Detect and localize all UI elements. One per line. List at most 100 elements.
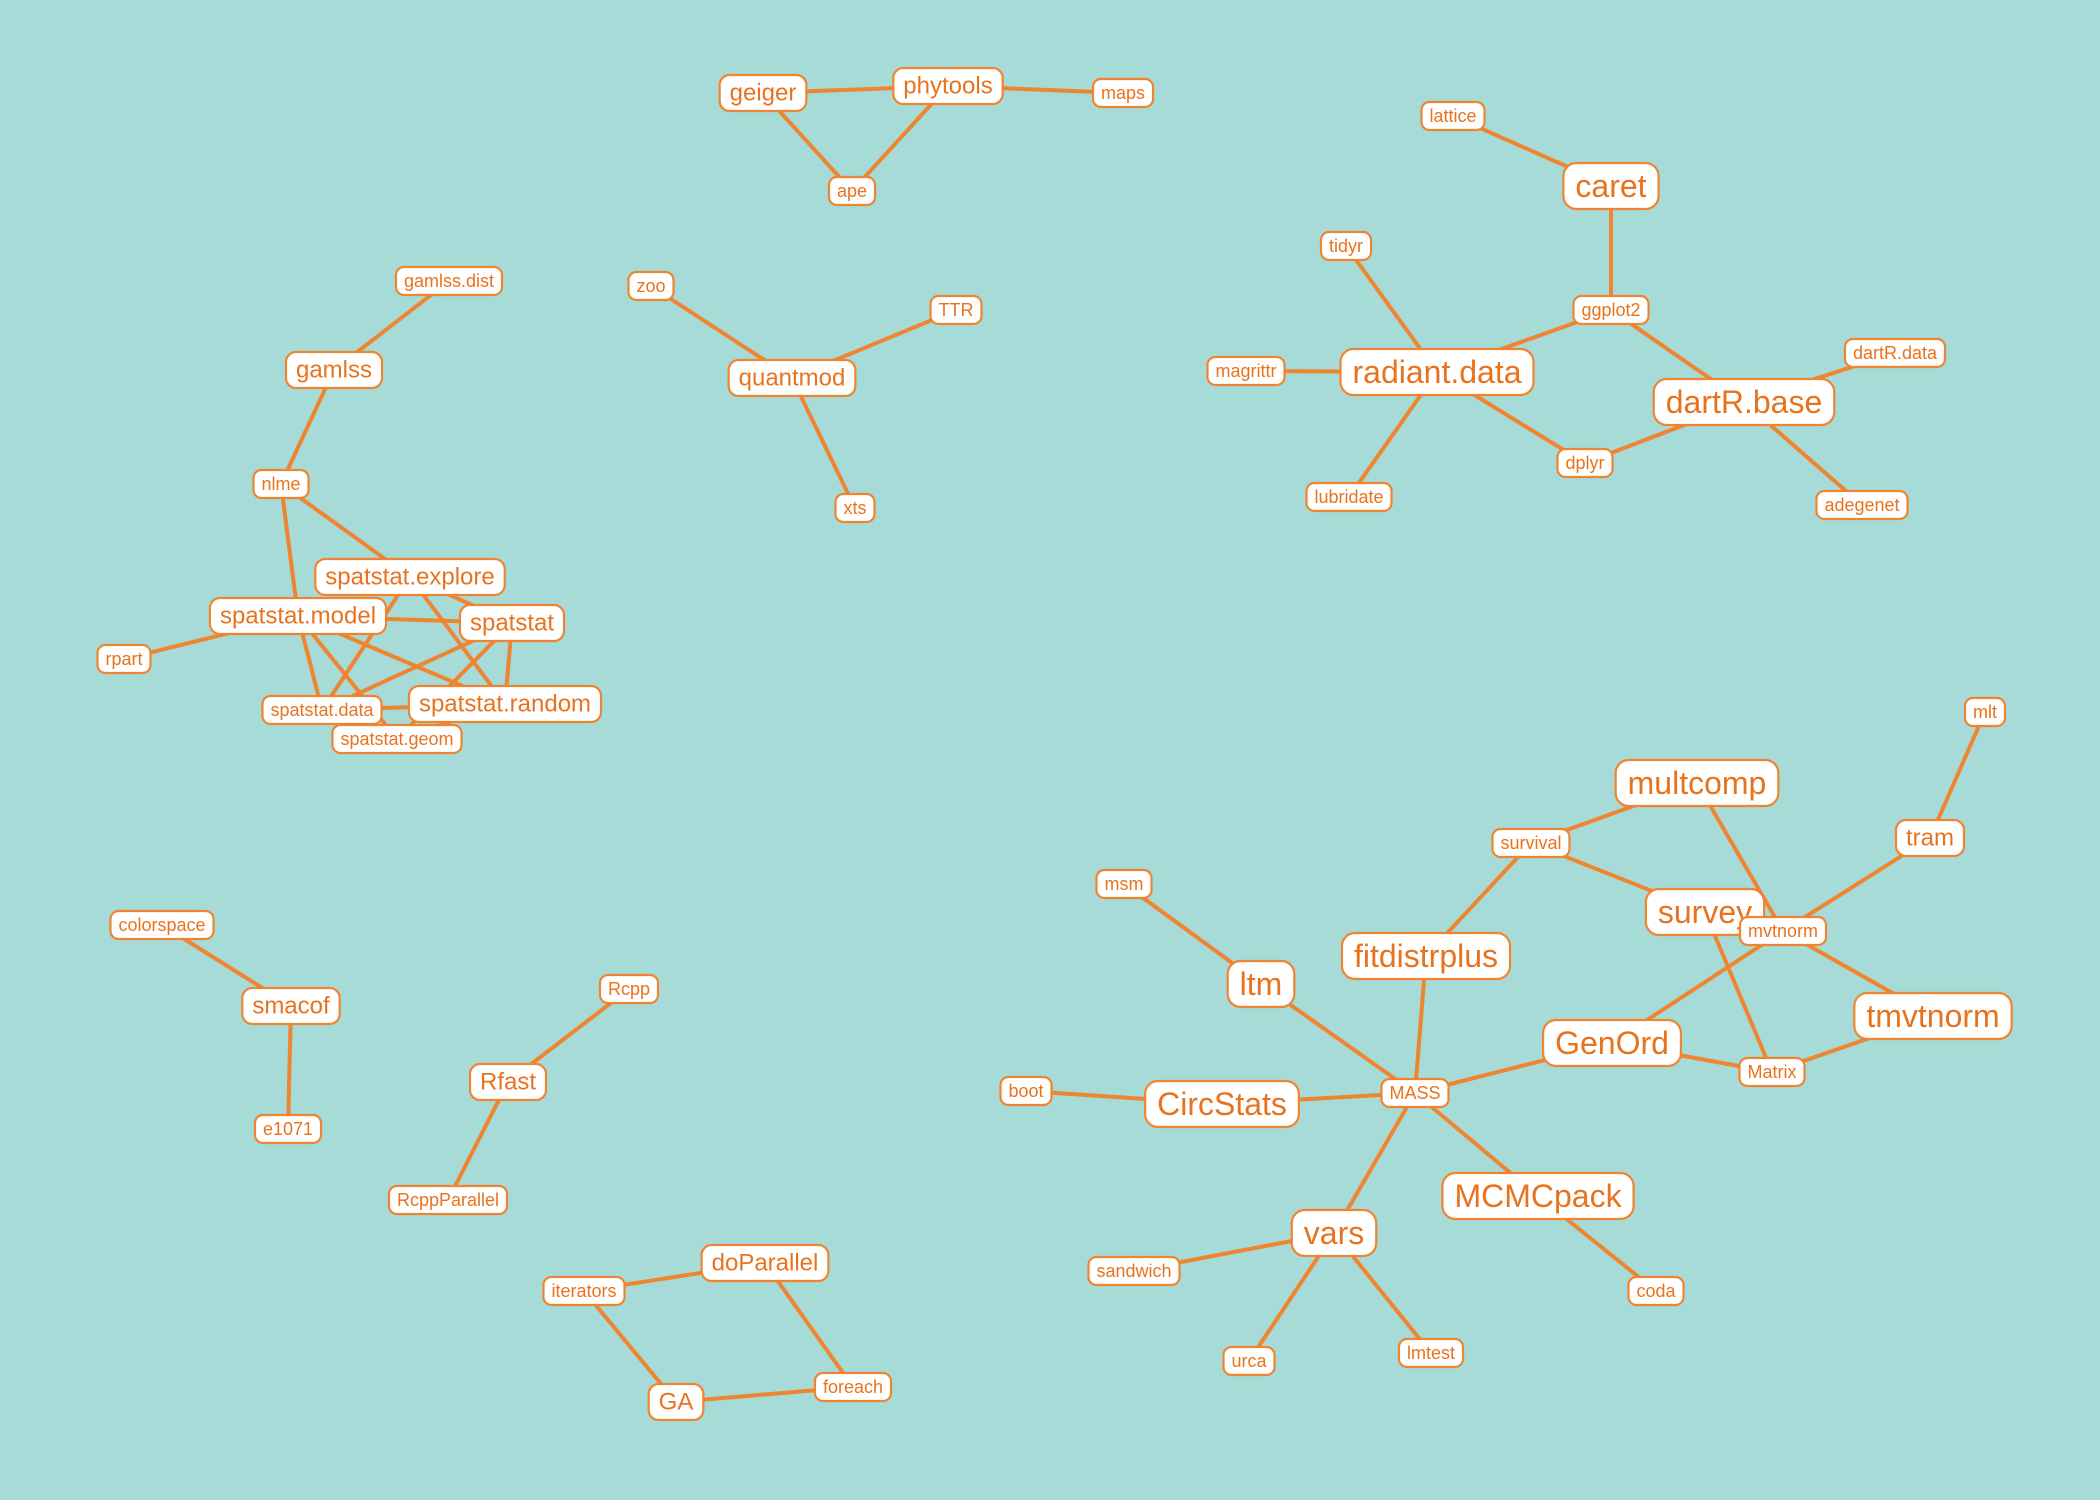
node-TTR[interactable]: TTR — [929, 294, 983, 326]
node-box — [1091, 77, 1155, 109]
node-box — [542, 1275, 626, 1307]
node-coda[interactable]: coda — [1627, 1275, 1685, 1307]
node-urca[interactable]: urca — [1222, 1345, 1276, 1377]
node-label: magrittr — [1215, 361, 1276, 381]
node-vars[interactable]: vars — [1290, 1208, 1378, 1258]
node-MASS[interactable]: MASS — [1380, 1077, 1450, 1109]
node-label: spatstat.explore — [325, 564, 494, 591]
node-label: msm — [1105, 874, 1144, 894]
node-box — [387, 1184, 509, 1216]
node-ggplot2[interactable]: ggplot2 — [1572, 294, 1650, 326]
node-dartR.data[interactable]: dartR.data — [1843, 337, 1947, 369]
node-label: phytools — [903, 73, 992, 100]
node-foreach[interactable]: foreach — [813, 1371, 893, 1403]
node-box — [1087, 1255, 1181, 1287]
node-mvtnorm[interactable]: mvtnorm — [1738, 915, 1828, 947]
node-GenOrd[interactable]: GenOrd — [1541, 1018, 1683, 1068]
node-box — [1420, 100, 1486, 132]
node-smacof[interactable]: smacof — [241, 986, 341, 1026]
node-ltm[interactable]: ltm — [1226, 959, 1296, 1009]
node-box — [1491, 827, 1571, 859]
edge-spatstat.explore-spatstat.random — [408, 575, 507, 706]
node-colorspace[interactable]: colorspace — [109, 909, 215, 941]
node-label: tidyr — [1329, 236, 1363, 256]
node-box — [261, 694, 383, 726]
node-lattice[interactable]: lattice — [1420, 100, 1486, 132]
node-spatstat[interactable]: spatstat — [458, 603, 566, 643]
node-label: caret — [1575, 168, 1646, 204]
node-e1071[interactable]: e1071 — [253, 1113, 323, 1145]
node-mlt[interactable]: mlt — [1963, 696, 2007, 728]
node-label: coda — [1636, 1281, 1676, 1301]
edge-multcomp-mvtnorm — [1695, 781, 1785, 933]
node-dplyr[interactable]: dplyr — [1556, 447, 1614, 479]
node-label: lattice — [1429, 106, 1476, 126]
node-CircStats[interactable]: CircStats — [1144, 1079, 1300, 1129]
edge-doParallel-foreach — [763, 1261, 855, 1389]
node-tram[interactable]: tram — [1894, 818, 1966, 858]
node-box — [468, 1062, 548, 1102]
node-dartR.base[interactable]: dartR.base — [1652, 377, 1836, 427]
node-spatstat.explore[interactable]: spatstat.explore — [314, 557, 506, 597]
node-label: Matrix — [1748, 1062, 1797, 1082]
node-box — [1652, 377, 1836, 427]
node-caret[interactable]: caret — [1562, 161, 1660, 211]
node-adegenet[interactable]: adegenet — [1815, 489, 1909, 521]
node-rpart[interactable]: rpart — [96, 643, 152, 675]
node-label: xts — [843, 498, 866, 518]
node-box — [1339, 347, 1535, 397]
node-lubridate[interactable]: lubridate — [1305, 481, 1393, 513]
node-box — [1815, 489, 1909, 521]
node-label: lmtest — [1407, 1343, 1455, 1363]
node-label: spatstat.random — [419, 691, 591, 718]
node-spatstat.random[interactable]: spatstat.random — [407, 684, 603, 724]
node-survival[interactable]: survival — [1491, 827, 1571, 859]
node-label: adegenet — [1824, 495, 1899, 515]
node-magrittr[interactable]: magrittr — [1206, 355, 1286, 387]
node-spatstat.model[interactable]: spatstat.model — [208, 596, 388, 636]
node-Matrix[interactable]: Matrix — [1738, 1056, 1806, 1088]
node-label: gamlss — [296, 357, 372, 384]
node-tidyr[interactable]: tidyr — [1319, 230, 1373, 262]
node-phytools[interactable]: phytools — [892, 66, 1004, 106]
node-label: multcomp — [1628, 765, 1767, 801]
node-Rfast[interactable]: Rfast — [468, 1062, 548, 1102]
node-box — [1144, 1079, 1300, 1129]
node-zoo[interactable]: zoo — [627, 270, 675, 302]
node-box — [1290, 1208, 1378, 1258]
node-xts[interactable]: xts — [834, 492, 876, 524]
edge-smacof-e1071 — [286, 1004, 293, 1131]
node-label: smacof — [252, 993, 330, 1020]
node-boot[interactable]: boot — [999, 1075, 1053, 1107]
node-MCMCpack[interactable]: MCMCpack — [1441, 1171, 1635, 1221]
node-label: ltm — [1240, 966, 1283, 1002]
node-geiger[interactable]: geiger — [718, 73, 808, 113]
node-maps[interactable]: maps — [1091, 77, 1155, 109]
node-nlme[interactable]: nlme — [252, 468, 310, 500]
node-lmtest[interactable]: lmtest — [1397, 1337, 1465, 1369]
node-label: MASS — [1389, 1083, 1440, 1103]
node-GA[interactable]: GA — [647, 1382, 705, 1422]
node-label: boot — [1008, 1081, 1043, 1101]
node-label: sandwich — [1096, 1261, 1171, 1281]
node-multcomp[interactable]: multcomp — [1614, 758, 1780, 808]
node-RcppParallel[interactable]: RcppParallel — [387, 1184, 509, 1216]
node-gamlss[interactable]: gamlss — [284, 350, 384, 390]
node-radiant.data[interactable]: radiant.data — [1339, 347, 1535, 397]
node-survey[interactable]: survey — [1644, 887, 1766, 937]
node-quantmod[interactable]: quantmod — [727, 358, 857, 398]
node-label: e1071 — [263, 1119, 313, 1139]
node-sandwich[interactable]: sandwich — [1087, 1255, 1181, 1287]
node-fitdistrplus[interactable]: fitdistrplus — [1340, 931, 1512, 981]
node-spatstat.geom[interactable]: spatstat.geom — [331, 723, 463, 755]
node-iterators[interactable]: iterators — [542, 1275, 626, 1307]
node-doParallel[interactable]: doParallel — [700, 1243, 830, 1283]
node-box — [1627, 1275, 1685, 1307]
node-msm[interactable]: msm — [1095, 868, 1153, 900]
node-spatstat.data[interactable]: spatstat.data — [261, 694, 383, 726]
node-tmvtnorm[interactable]: tmvtnorm — [1853, 991, 2013, 1041]
node-label: CircStats — [1157, 1086, 1287, 1122]
node-Rcpp[interactable]: Rcpp — [598, 973, 660, 1005]
node-gamlss.dist[interactable]: gamlss.dist — [394, 265, 504, 297]
node-ape[interactable]: ape — [827, 175, 877, 207]
